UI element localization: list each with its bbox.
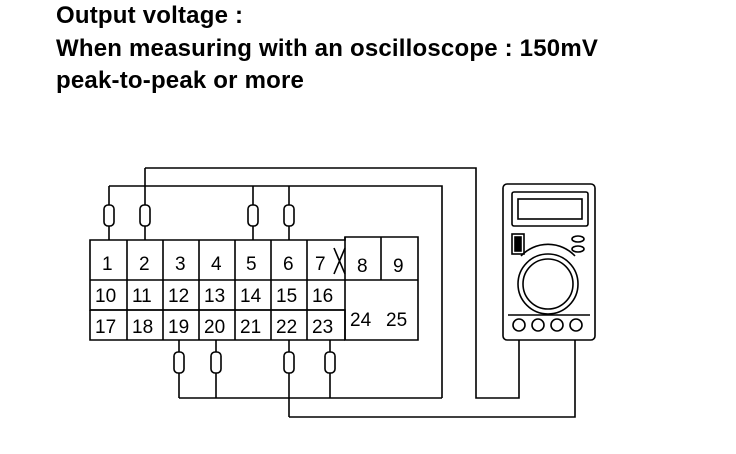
pin-label: 25 xyxy=(386,310,407,331)
pin-label: 20 xyxy=(204,317,225,338)
heading-line-1: Output voltage : xyxy=(56,2,244,29)
probe-pin-19 xyxy=(173,340,185,398)
probe-pin-20 xyxy=(210,340,222,398)
probe-pin-6 xyxy=(283,186,295,240)
pin-label: 11 xyxy=(132,286,152,307)
pin-label: 3 xyxy=(175,254,186,275)
probe-pin-5 xyxy=(247,186,259,240)
wires xyxy=(109,167,576,418)
pin-label: 15 xyxy=(276,286,297,307)
pin-label: 22 xyxy=(276,317,297,338)
connector-pin-labels: 1 2 3 4 5 6 7 8 9 10 11 12 13 14 15 16 1… xyxy=(95,254,407,338)
pin-label: 23 xyxy=(312,317,333,338)
pin-label: 16 xyxy=(312,286,333,307)
pin-label: 21 xyxy=(240,317,261,338)
pin-label: 10 xyxy=(95,286,116,307)
probe-pin-2 xyxy=(139,168,151,240)
pin-label: 17 xyxy=(95,317,116,338)
pin-label: 9 xyxy=(393,256,404,277)
multimeter-icon xyxy=(502,183,596,341)
pin-label: 4 xyxy=(211,254,222,275)
pin-label: 8 xyxy=(357,256,368,277)
heading-line-3: peak-to-peak or more xyxy=(56,67,305,94)
probe-pin-1 xyxy=(103,186,115,240)
pin-label: 7 xyxy=(315,254,326,275)
pin-label: 6 xyxy=(283,254,294,275)
connector-body xyxy=(89,236,419,341)
probe-pin-22 xyxy=(283,340,295,417)
pin-label: 14 xyxy=(240,286,262,307)
pin-label: 5 xyxy=(246,254,257,275)
probe-pin-23 xyxy=(324,340,336,398)
pin-label: 18 xyxy=(132,317,153,338)
pin-label: 12 xyxy=(168,286,189,307)
pin-label: 24 xyxy=(350,310,372,331)
pin-label: 13 xyxy=(204,286,225,307)
pin-label: 2 xyxy=(139,254,150,275)
heading-line-2: When measuring with an oscilloscope : 15… xyxy=(56,35,599,62)
pin-label: 1 xyxy=(102,254,113,275)
pin-label: 19 xyxy=(168,317,189,338)
